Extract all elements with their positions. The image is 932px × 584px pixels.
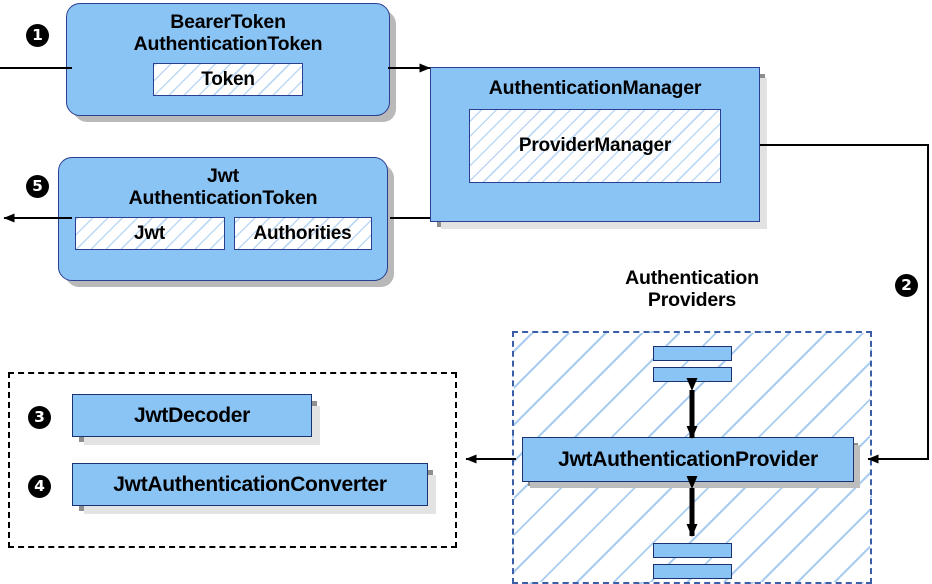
step-badge-3: 3 [28,406,51,429]
slot-authorities-label: Authorities [253,222,352,244]
node-bearer-token-authentication-token[interactable]: BearerToken AuthenticationToken Token [66,3,390,116]
providers-caption-line1: Authentication [625,267,759,289]
step-badge-5: 5 [26,175,49,198]
provider-placeholder-bar-3 [653,543,732,558]
slot-jwt-label: Jwt [133,222,166,244]
jwt-authentication-converter-label: JwtAuthenticationConverter [113,472,387,496]
authentication-manager-title: AuthenticationManager [488,77,702,99]
node-provider-manager[interactable]: ProviderManager [469,109,721,183]
provider-manager-label: ProviderManager [518,135,672,156]
jwt-decoder-label: JwtDecoder [133,403,251,427]
providers-caption-line2: Providers [647,288,737,311]
jwt-token-title-line2: AuthenticationToken [128,187,318,210]
node-jwt-decoder[interactable]: JwtDecoder [72,394,312,437]
bearer-token-slots: Token [153,63,303,97]
provider-placeholder-bar-1 [653,346,732,361]
provider-placeholder-bar-4 [653,564,732,579]
support-group-container [8,372,457,548]
slot-jwt: Jwt [74,217,225,251]
providers-group-caption: Authentication Providers [562,267,822,312]
slot-token-label: Token [201,68,255,90]
step-badge-2: 2 [895,274,918,297]
step-badge-4: 4 [28,475,51,498]
jwt-authentication-provider-label: JwtAuthenticationProvider [558,447,818,471]
provider-placeholder-bar-2 [653,367,732,382]
bearer-token-title: BearerToken AuthenticationToken [134,11,323,55]
jwt-token-title-line1: Jwt [207,165,239,187]
node-jwt-authentication-token[interactable]: Jwt AuthenticationToken Jwt Authorities [58,157,388,281]
jwt-token-title: Jwt AuthenticationToken [129,165,318,209]
bearer-token-title-line1: BearerToken [170,11,286,33]
node-authentication-manager[interactable]: AuthenticationManager ProviderManager [430,67,760,222]
node-jwt-authentication-provider[interactable]: JwtAuthenticationProvider [522,437,854,482]
jwt-token-slots: Jwt Authorities [74,217,372,251]
slot-authorities: Authorities [233,217,372,251]
bearer-token-title-line2: AuthenticationToken [133,33,323,56]
slot-token: Token [153,63,303,97]
step-badge-1: 1 [26,24,49,47]
node-jwt-authentication-converter[interactable]: JwtAuthenticationConverter [72,463,428,506]
